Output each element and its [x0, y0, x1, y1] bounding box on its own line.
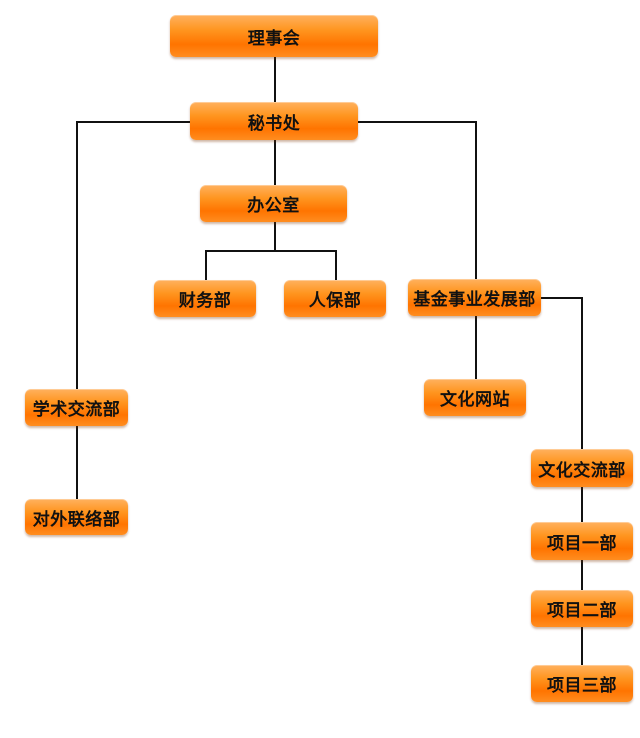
- node-office: 办公室: [200, 185, 347, 222]
- connector-council-secretariat: [274, 57, 276, 103]
- connector-office-divider: [274, 222, 276, 252]
- connector-project2-project3: [581, 627, 583, 665]
- connector-secretariat-office: [274, 140, 276, 185]
- connector-secretariat-right-branch: [358, 121, 475, 123]
- connector-right-branch-foundation: [475, 121, 477, 279]
- node-external-liaison-dept: 对外联络部: [25, 499, 128, 535]
- node-project-dept-3: 项目三部: [531, 665, 633, 702]
- connector-divider-personnel: [335, 250, 337, 281]
- connector-office-divider-horizontal: [205, 250, 335, 252]
- connector-project1-project2: [581, 560, 583, 590]
- connector-left-branch-academic: [76, 121, 78, 389]
- node-council: 理事会: [170, 15, 378, 57]
- connector-foundation-website: [475, 316, 477, 379]
- node-secretariat: 秘书处: [190, 102, 358, 140]
- node-academic-exchange-dept: 学术交流部: [25, 389, 128, 426]
- connector-divider-finance: [205, 250, 207, 281]
- connector-academic-external: [76, 426, 78, 500]
- connector-culture-branch-down: [581, 297, 583, 449]
- node-project-dept-2: 项目二部: [531, 590, 633, 627]
- node-personnel-dept: 人保部: [284, 280, 386, 317]
- node-foundation-development-dept: 基金事业发展部: [408, 279, 541, 316]
- node-culture-website: 文化网站: [424, 379, 526, 416]
- connector-culture-project1: [581, 487, 583, 522]
- connector-foundation-culture-branch: [541, 297, 581, 299]
- node-finance-dept: 财务部: [154, 280, 256, 317]
- node-culture-exchange-dept: 文化交流部: [531, 449, 633, 487]
- node-project-dept-1: 项目一部: [531, 522, 633, 560]
- connector-secretariat-left-branch: [76, 121, 190, 123]
